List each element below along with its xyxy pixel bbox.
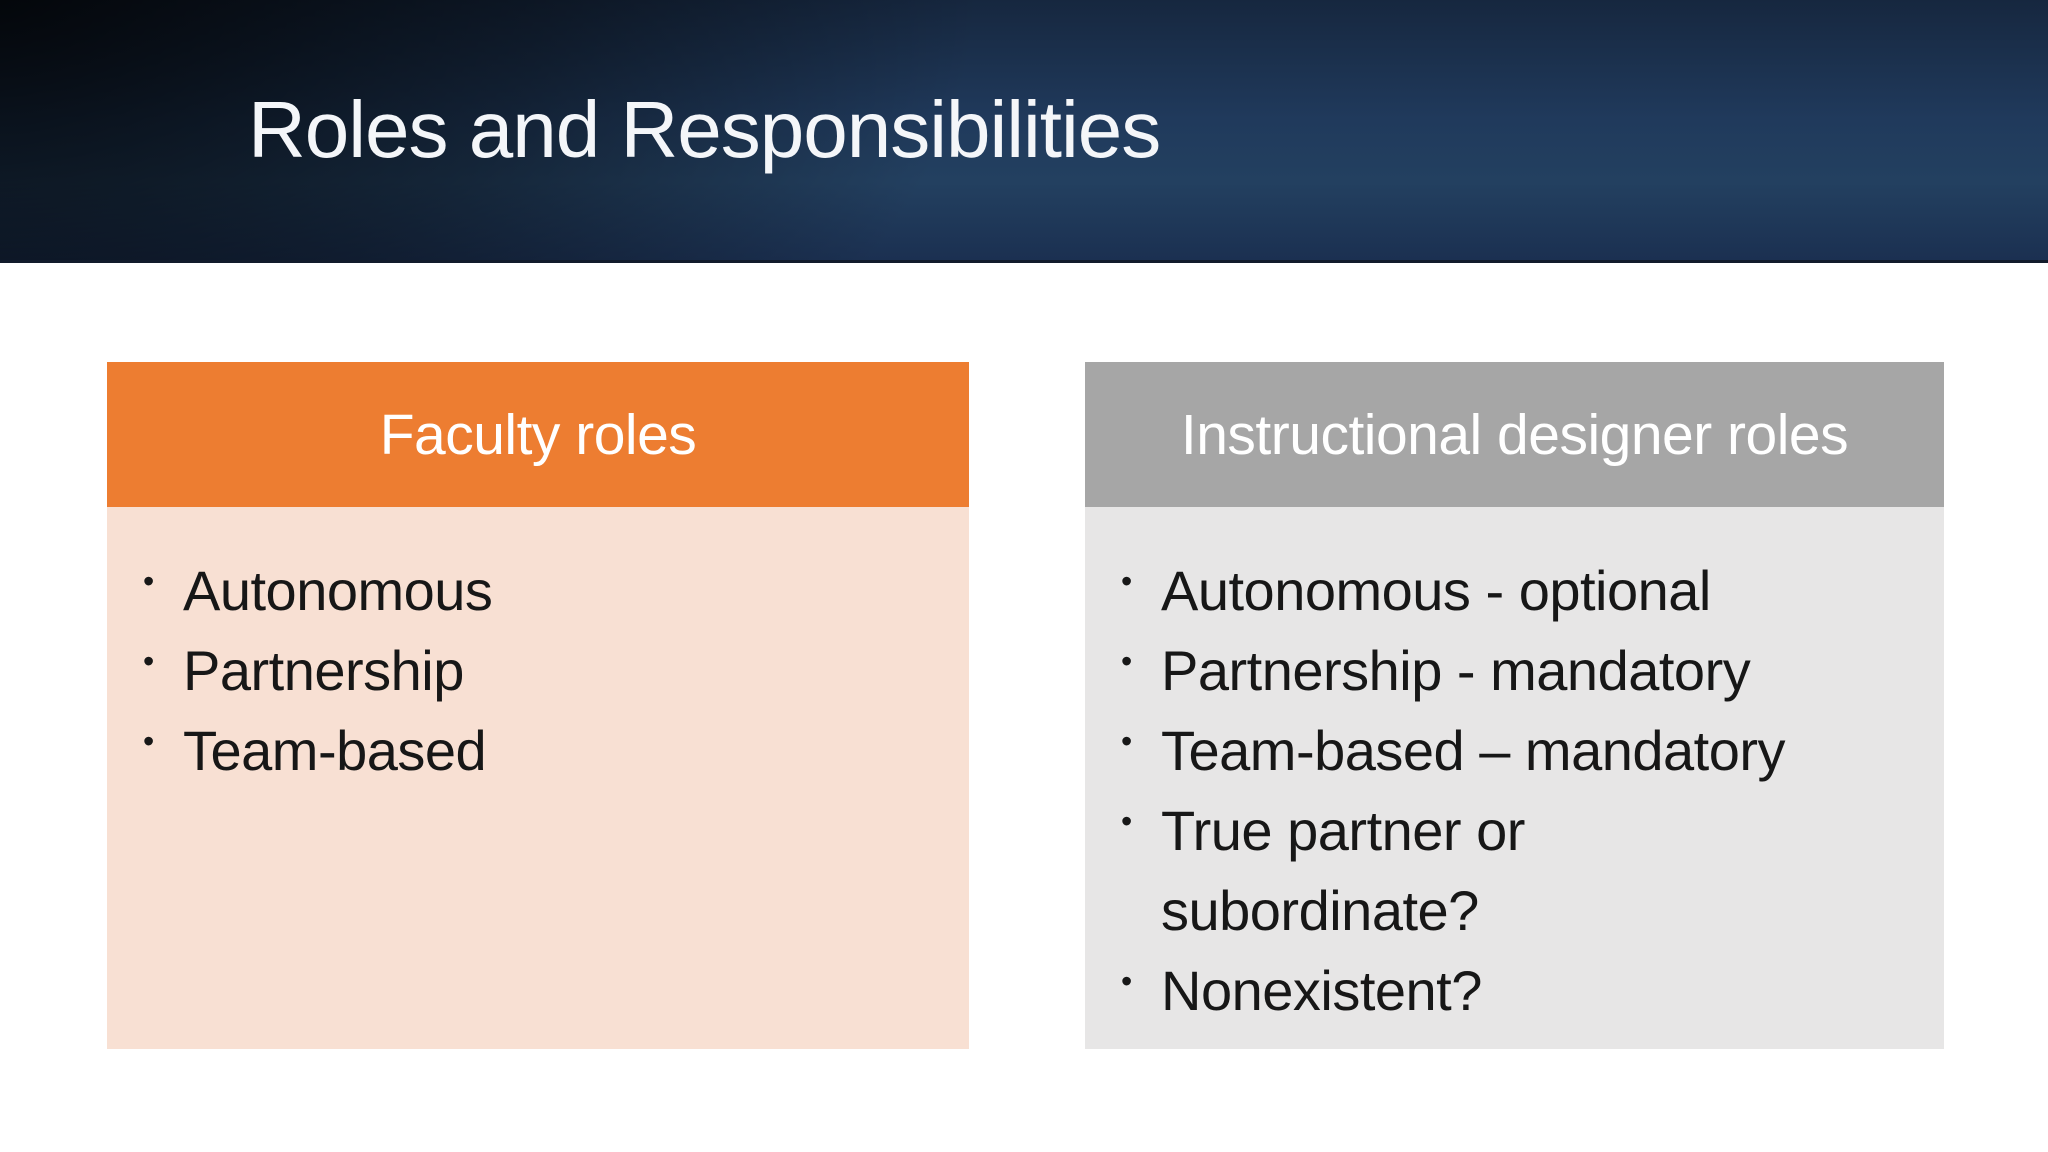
column-faculty-roles: Faculty roles • Autonomous • Partnership • Te… — [107, 362, 969, 1049]
column-body-instructional-designer: • Autonomous - optional • Partnership - man… — [1085, 507, 1944, 1049]
bullet-dot-icon: • — [1121, 803, 1132, 839]
bullet-item-label: Team-based – mandatory — [1161, 719, 1786, 782]
title-band: Roles and Responsibilities — [0, 0, 2048, 263]
bullet-item-label: True partner or subordinate? — [1161, 799, 1525, 942]
bullet-dot-icon: • — [1121, 563, 1132, 599]
bullet-item-label: Autonomous - optional — [1161, 559, 1711, 622]
bullet-item: • Team-based – mandatory — [1121, 711, 1908, 791]
bullet-dot-icon: • — [143, 723, 154, 759]
bullet-dot-icon: • — [1121, 723, 1132, 759]
bullet-item: • Autonomous - optional — [1121, 551, 1908, 631]
column-instructional-designer-roles: Instructional designer roles • Autonomous… — [1085, 362, 1944, 1049]
bullet-item: • Nonexistent? — [1121, 951, 1908, 1031]
bullet-dot-icon: • — [1121, 963, 1132, 999]
bullet-item-label: Autonomous — [183, 559, 493, 622]
bullet-item-label: Partnership - mandatory — [1161, 639, 1751, 702]
bullet-dot-icon: • — [1121, 643, 1132, 679]
bullet-item: • True partner or subordinate? — [1121, 791, 1908, 951]
column-header-instructional-designer-label: Instructional designer roles — [1180, 402, 1849, 467]
bullet-dot-icon: • — [143, 563, 154, 599]
column-header-faculty-label: Faculty roles — [379, 402, 697, 467]
column-header-instructional-designer: Instructional designer roles — [1085, 362, 1944, 507]
bullet-item: • Team-based — [143, 711, 933, 791]
column-body-faculty: • Autonomous • Partnership • Team-based — [107, 507, 969, 1049]
slide-title: Roles and Responsibilities — [248, 85, 1161, 174]
column-header-faculty: Faculty roles — [107, 362, 969, 507]
bullet-dot-icon: • — [143, 643, 154, 679]
slide-content: Faculty roles • Autonomous • Partnership • Te… — [0, 362, 2048, 1052]
bullet-item: • Partnership - mandatory — [1121, 631, 1908, 711]
bullet-item-label: Nonexistent? — [1161, 959, 1482, 1022]
bullet-item-label: Team-based — [183, 719, 487, 782]
bullet-item: • Partnership — [143, 631, 933, 711]
bullet-item: • Autonomous — [143, 551, 933, 631]
bullet-item-label: Partnership — [183, 639, 464, 702]
